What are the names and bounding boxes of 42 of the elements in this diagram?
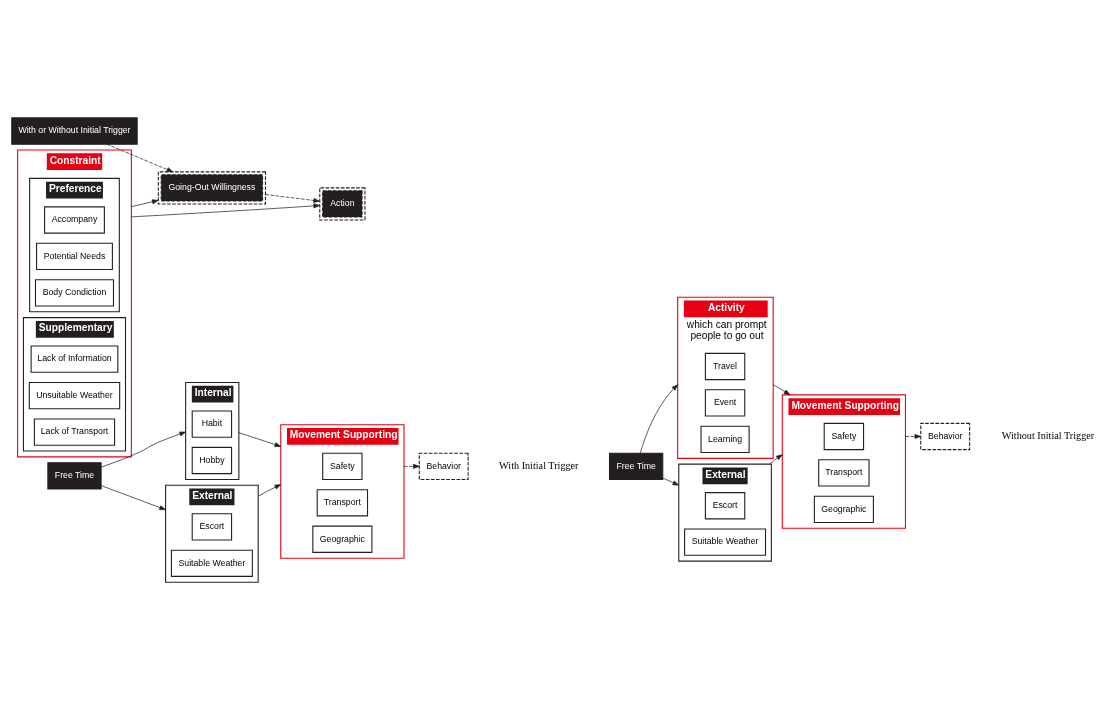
arrow	[905, 434, 922, 439]
node-box: Free Time	[609, 452, 664, 480]
node-box: Learning	[700, 425, 750, 454]
arrow	[772, 384, 791, 396]
node-box: Behavior	[920, 422, 971, 451]
node-box: Habit	[191, 410, 233, 438]
arrow	[238, 432, 282, 447]
label: With Initial Trigger	[499, 460, 579, 472]
node-box: Lack of Transport	[33, 418, 116, 446]
node-box: Safety	[823, 422, 865, 451]
arrow	[130, 199, 159, 208]
node-box: Suitable Weather	[170, 549, 253, 577]
node-box: Accompany	[44, 206, 105, 234]
node-box: Geographic	[813, 495, 874, 524]
arrow	[769, 454, 783, 465]
arrow	[100, 485, 166, 511]
node-box: Safety	[322, 452, 363, 480]
arrow	[403, 463, 420, 469]
node-box: Event	[704, 389, 746, 417]
arrow	[639, 384, 679, 454]
node-box: Transport	[818, 459, 870, 487]
node-box: Hobby	[191, 446, 233, 475]
node-box: Transport	[316, 489, 369, 517]
arrow	[662, 477, 680, 486]
node-box: Lack of Information	[30, 345, 119, 373]
node-box: With or Without Initial Trigger	[11, 117, 138, 145]
node-box: Geographic	[312, 525, 373, 553]
node-box: Body Condiction	[34, 279, 115, 307]
node-box: Travel	[704, 352, 746, 381]
arrow	[130, 203, 320, 218]
node-box: Potential Needs	[36, 242, 113, 271]
arrow	[100, 431, 186, 468]
arrow	[257, 484, 282, 497]
node-box: Free Time	[47, 462, 102, 490]
arrow	[265, 194, 320, 203]
node-box: Unsuitable Weather	[28, 381, 121, 410]
node-box: Escort	[704, 492, 746, 520]
label: Without Initial Trigger	[1001, 430, 1095, 442]
node-box: Escort	[191, 513, 233, 541]
arrow	[106, 143, 174, 173]
node-box: Suitable Weather	[684, 528, 767, 556]
node-box: Behavior	[418, 452, 469, 480]
